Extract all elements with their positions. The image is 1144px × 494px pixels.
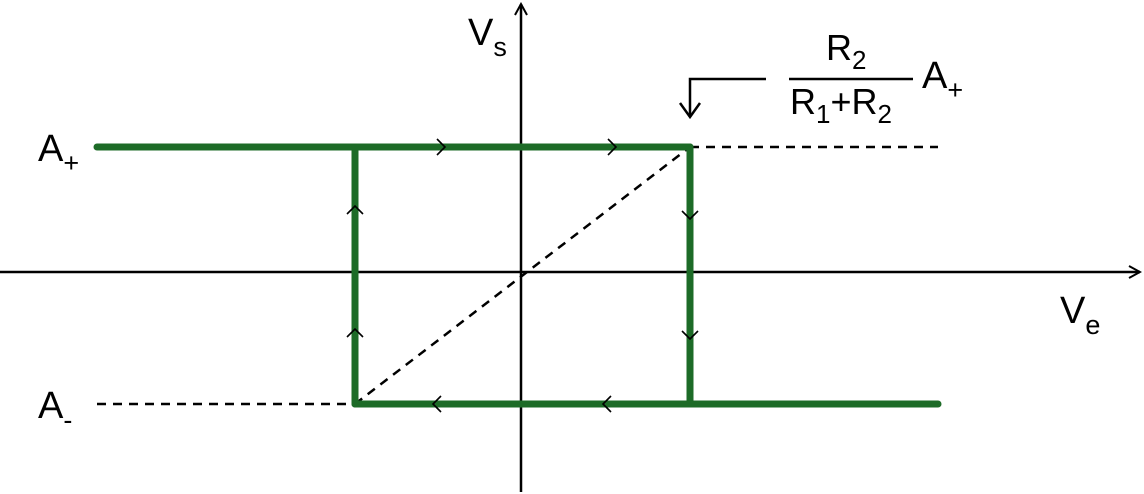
- chevron-arrow-icon: [607, 138, 618, 156]
- x-axis-label: Ve: [1060, 290, 1100, 340]
- lower-level-label: A-: [38, 385, 72, 435]
- chevron-arrow-icon: [681, 210, 699, 221]
- direction-arrows: [346, 138, 699, 413]
- chevron-arrow-icon: [601, 395, 612, 413]
- formula-denominator: R1+R2: [790, 81, 892, 129]
- corner-arrow-down-icon: [678, 77, 766, 120]
- chevron-arrow-icon: [431, 395, 442, 413]
- formula-factor: A+: [922, 55, 963, 105]
- chevron-arrow-icon: [436, 138, 447, 156]
- formula-numerator: R2: [826, 27, 866, 75]
- y-axis-label: Vs: [468, 12, 507, 62]
- chevron-arrow-icon: [346, 204, 364, 215]
- chevron-arrow-icon: [346, 327, 364, 338]
- threshold-formula: R2 R1+R2 A+: [789, 27, 963, 129]
- dashed-linear-region: [354, 146, 691, 405]
- chevron-arrow-icon: [681, 330, 699, 341]
- hysteresis-loop: [93, 143, 942, 408]
- upper-level-label: A+: [38, 128, 79, 178]
